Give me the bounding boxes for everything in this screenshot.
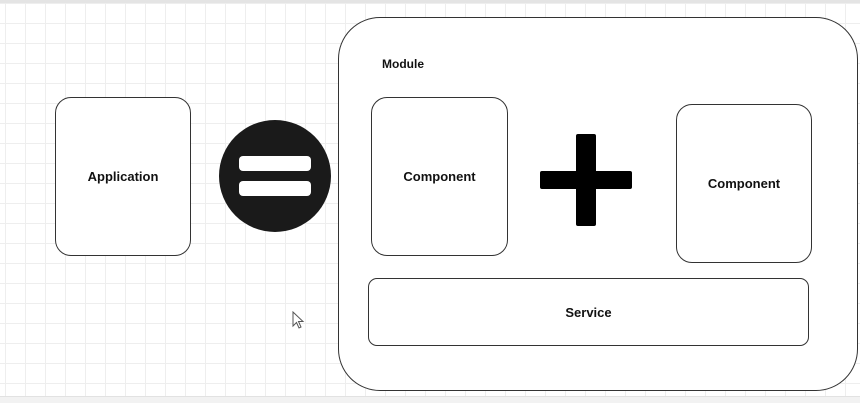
- equals-bar-bottom: [239, 181, 311, 196]
- canvas-top-border: [0, 0, 860, 3]
- plus-icon: [540, 134, 632, 226]
- component-box-right[interactable]: Component: [676, 104, 812, 263]
- application-label: Application: [87, 169, 159, 184]
- component-left-label: Component: [403, 169, 476, 184]
- module-label: Module: [382, 57, 424, 71]
- canvas-bottom-border: [0, 396, 860, 403]
- mouse-pointer-icon: [292, 311, 305, 329]
- component-box-left[interactable]: Component: [371, 97, 508, 256]
- component-right-label: Component: [707, 176, 781, 191]
- service-label: Service: [565, 304, 612, 320]
- equals-icon: [219, 120, 331, 232]
- plus-vertical-bar: [576, 134, 596, 226]
- service-box[interactable]: Service: [368, 278, 809, 346]
- equals-bar-top: [239, 156, 311, 171]
- application-box[interactable]: Application: [55, 97, 191, 256]
